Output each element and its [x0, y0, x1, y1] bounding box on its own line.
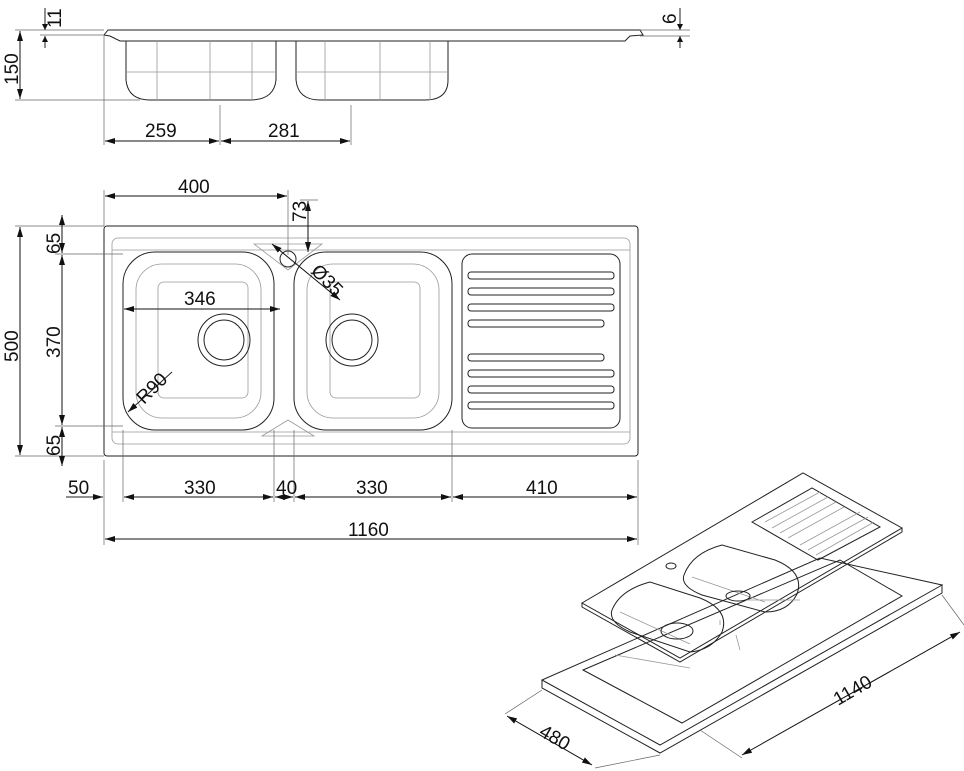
dim-150: 150	[2, 53, 23, 85]
dim-diameter-35: Ø35	[306, 261, 346, 301]
dim-40: 40	[276, 478, 297, 499]
dim-50: 50	[68, 478, 89, 499]
isometric-view: 1140 480	[504, 472, 964, 769]
dim-6: 6	[660, 13, 681, 24]
dim-281: 281	[268, 121, 300, 142]
drainer-ribs	[467, 271, 615, 410]
dim-330-right: 330	[356, 478, 388, 499]
dim-11: 11	[45, 8, 66, 28]
dim-259: 259	[145, 121, 177, 142]
dim-73: 73	[290, 201, 311, 222]
dim-480: 480	[536, 721, 574, 755]
dim-65-bottom: 65	[44, 435, 65, 456]
dim-400: 400	[178, 177, 210, 198]
dim-330-left: 330	[184, 478, 216, 499]
top-view: 400 73 Ø35 346 R90 500 65 370 65 50 330 …	[2, 177, 639, 545]
dim-1160: 1160	[348, 520, 389, 541]
dim-346: 346	[184, 289, 216, 310]
dim-500: 500	[2, 330, 23, 362]
dim-65-top: 65	[44, 233, 65, 254]
side-view: 150 11 6 259 281	[2, 8, 690, 145]
dim-370: 370	[44, 326, 65, 358]
dim-410: 410	[526, 478, 558, 499]
dim-1140: 1140	[830, 672, 876, 711]
